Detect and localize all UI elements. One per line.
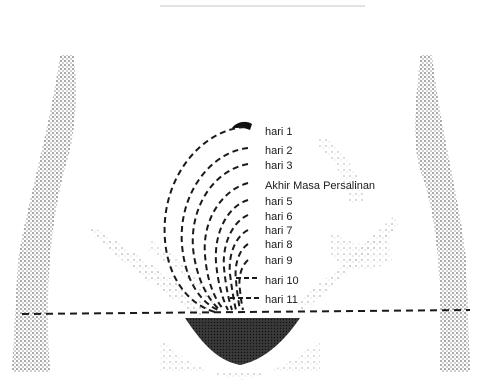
- label-day-9: hari 9: [265, 255, 293, 267]
- curve-day-2: [182, 148, 248, 310]
- label-leaders: [230, 278, 260, 298]
- label-day-6: hari 6: [265, 211, 293, 223]
- label-day-5: hari 5: [265, 196, 293, 208]
- label-day-1: hari 1: [265, 126, 293, 138]
- label-day-11: hari 11: [265, 294, 298, 306]
- label-day-3: hari 3: [265, 160, 293, 172]
- label-end-of-labor: Akhir Masa Persalinan: [265, 180, 375, 192]
- label-day-7: hari 7: [265, 225, 293, 237]
- label-day-2: hari 2: [265, 145, 293, 157]
- right-torso-outline: [415, 55, 470, 372]
- right-abdomen-shading: [318, 135, 365, 205]
- curve-day-9: [239, 260, 248, 310]
- symphysis-line: [22, 310, 470, 314]
- label-day-10: hari 10: [265, 275, 299, 287]
- label-day-8: hari 8: [265, 239, 293, 251]
- pubic-region: [185, 318, 300, 365]
- left-torso-outline: [12, 55, 76, 372]
